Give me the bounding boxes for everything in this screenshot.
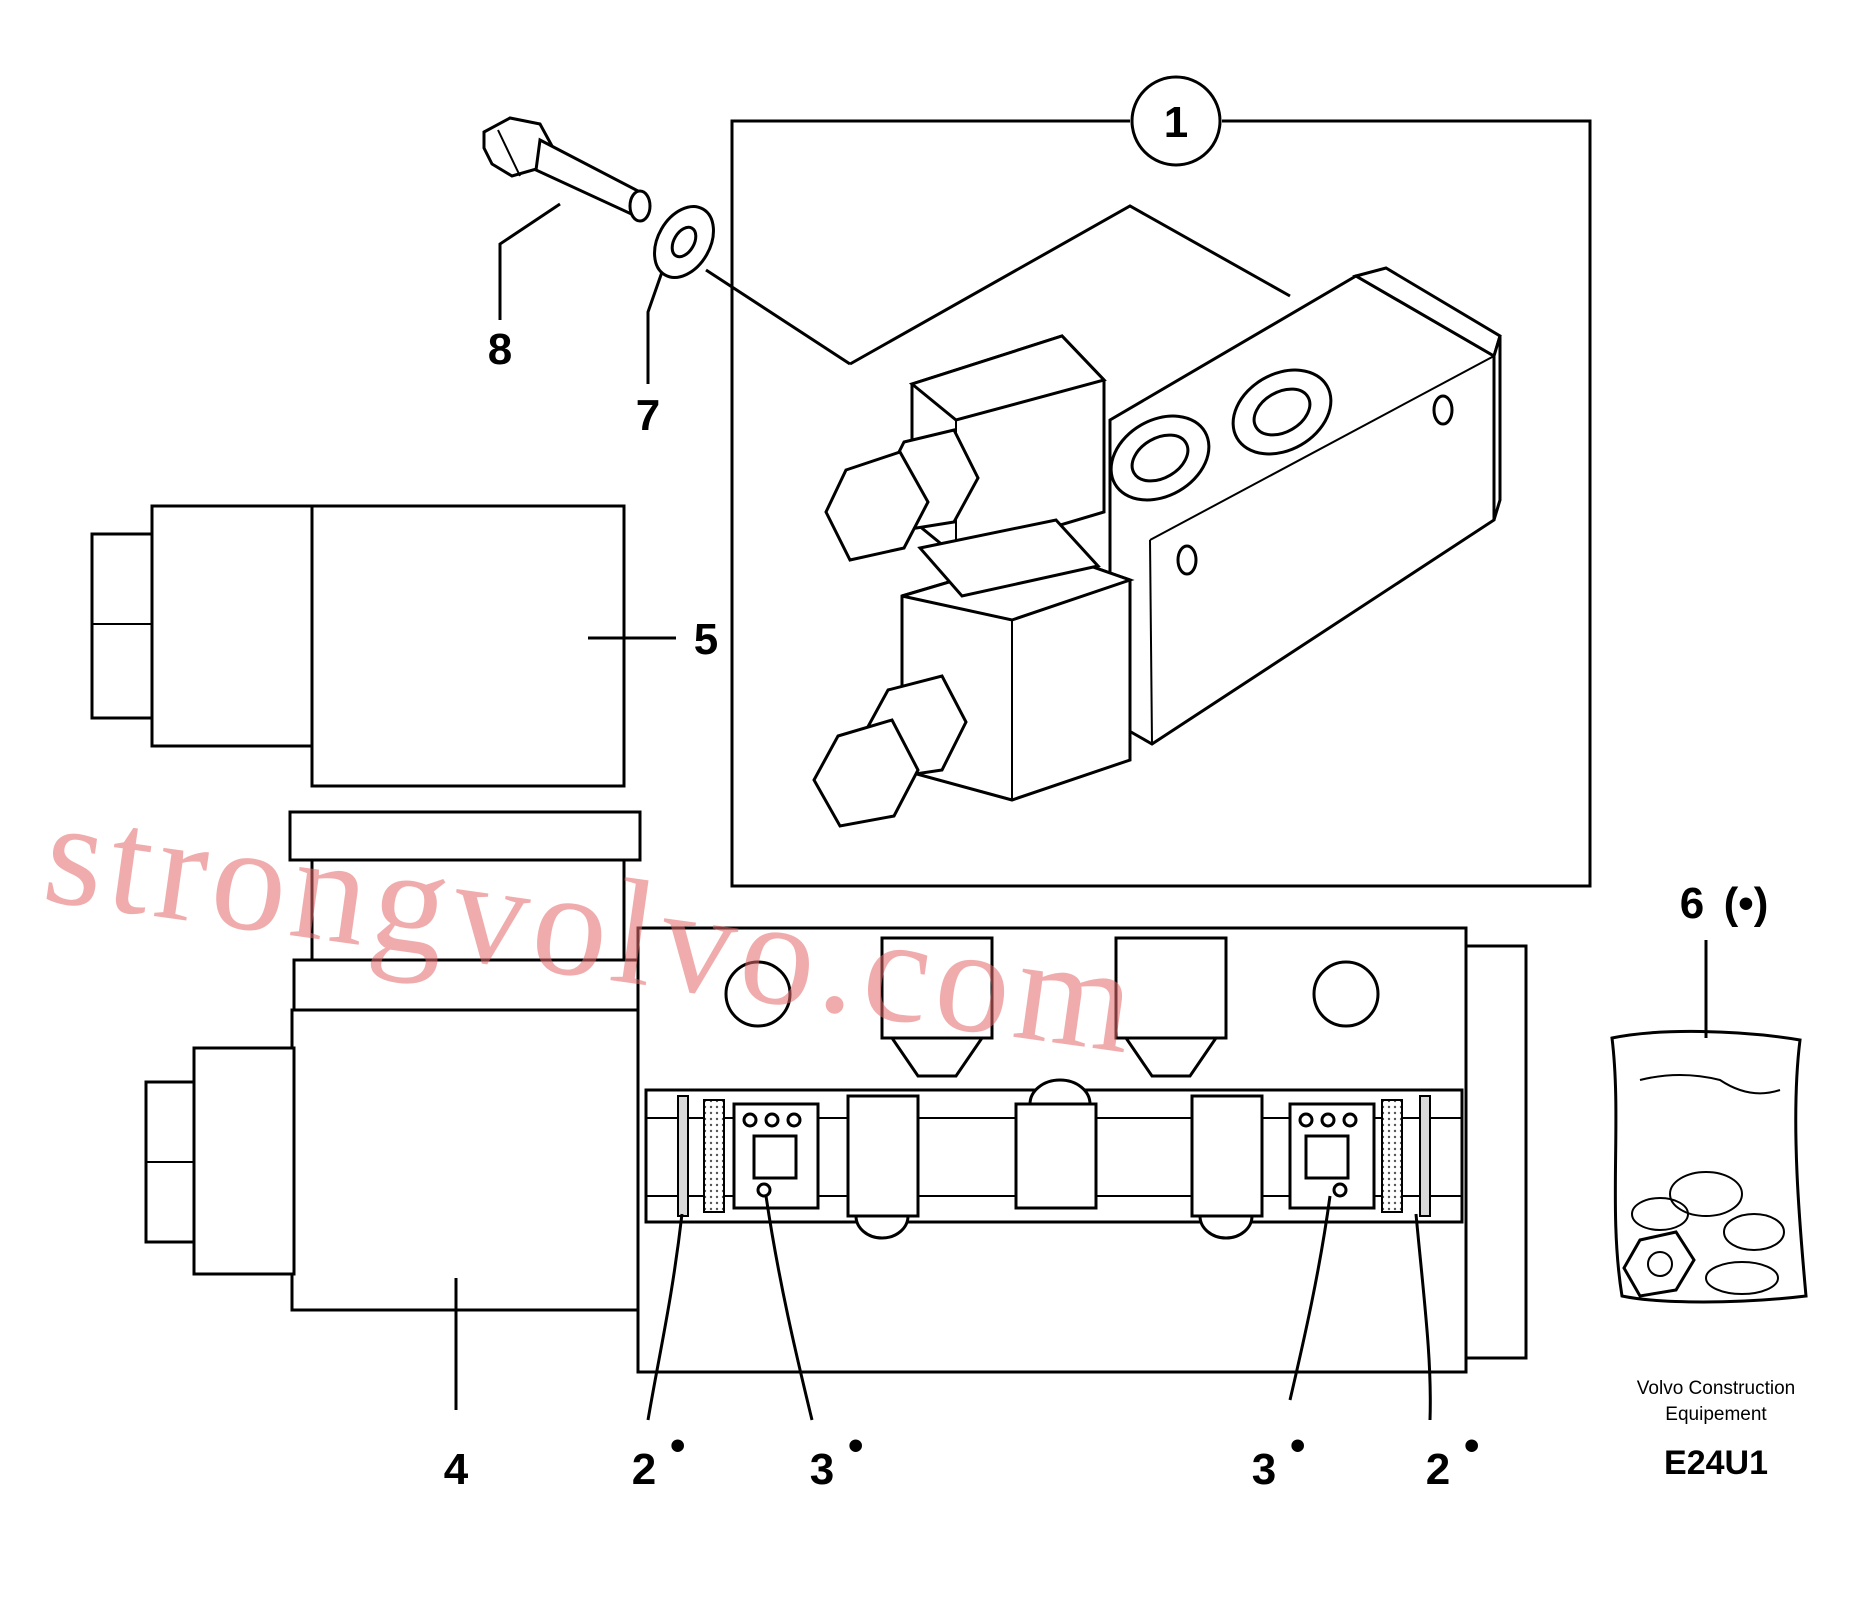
callout-3-right: 3 [1252,1445,1276,1494]
callout-6: 6 [1680,879,1704,928]
leader-3-left [764,1195,814,1421]
callout-2-left-mark: • [670,1421,685,1470]
leader-7 [646,271,664,384]
leader-2-left [646,1213,684,1421]
seal-kit-bag [1610,1029,1808,1304]
callout-7: 7 [636,391,660,440]
bolt-part [482,116,652,223]
callout-6-suffix: (•) [1724,879,1769,928]
assembly-frame [705,75,1592,888]
leader-3-right [1288,1195,1332,1401]
callout-4: 4 [444,1445,469,1494]
solenoid-valve-assembly [812,266,1502,828]
footer-company-line1: Volvo Construction [1637,1378,1795,1399]
callout-1: 1 [1164,98,1188,147]
lower-coil-part [144,958,640,1312]
washer-part [653,205,715,279]
footer-company-line2: Equipement [1665,1404,1767,1425]
callout-2-right: 2 [1426,1445,1450,1494]
leader-2-right [1414,1213,1432,1421]
valve-body-section [636,926,1528,1374]
callout-3-left-mark: • [848,1421,863,1470]
callout-3-right-mark: • [1290,1421,1305,1470]
callout-2-left: 2 [632,1445,656,1494]
leader-8 [498,202,561,320]
callout-3-left: 3 [810,1445,834,1494]
callout-8: 8 [488,325,512,374]
footer-diagram-code: E24U1 [1664,1444,1768,1482]
callout-2-right-mark: • [1464,1421,1479,1470]
callout-5: 5 [694,615,718,664]
upper-coil-part [90,504,642,962]
